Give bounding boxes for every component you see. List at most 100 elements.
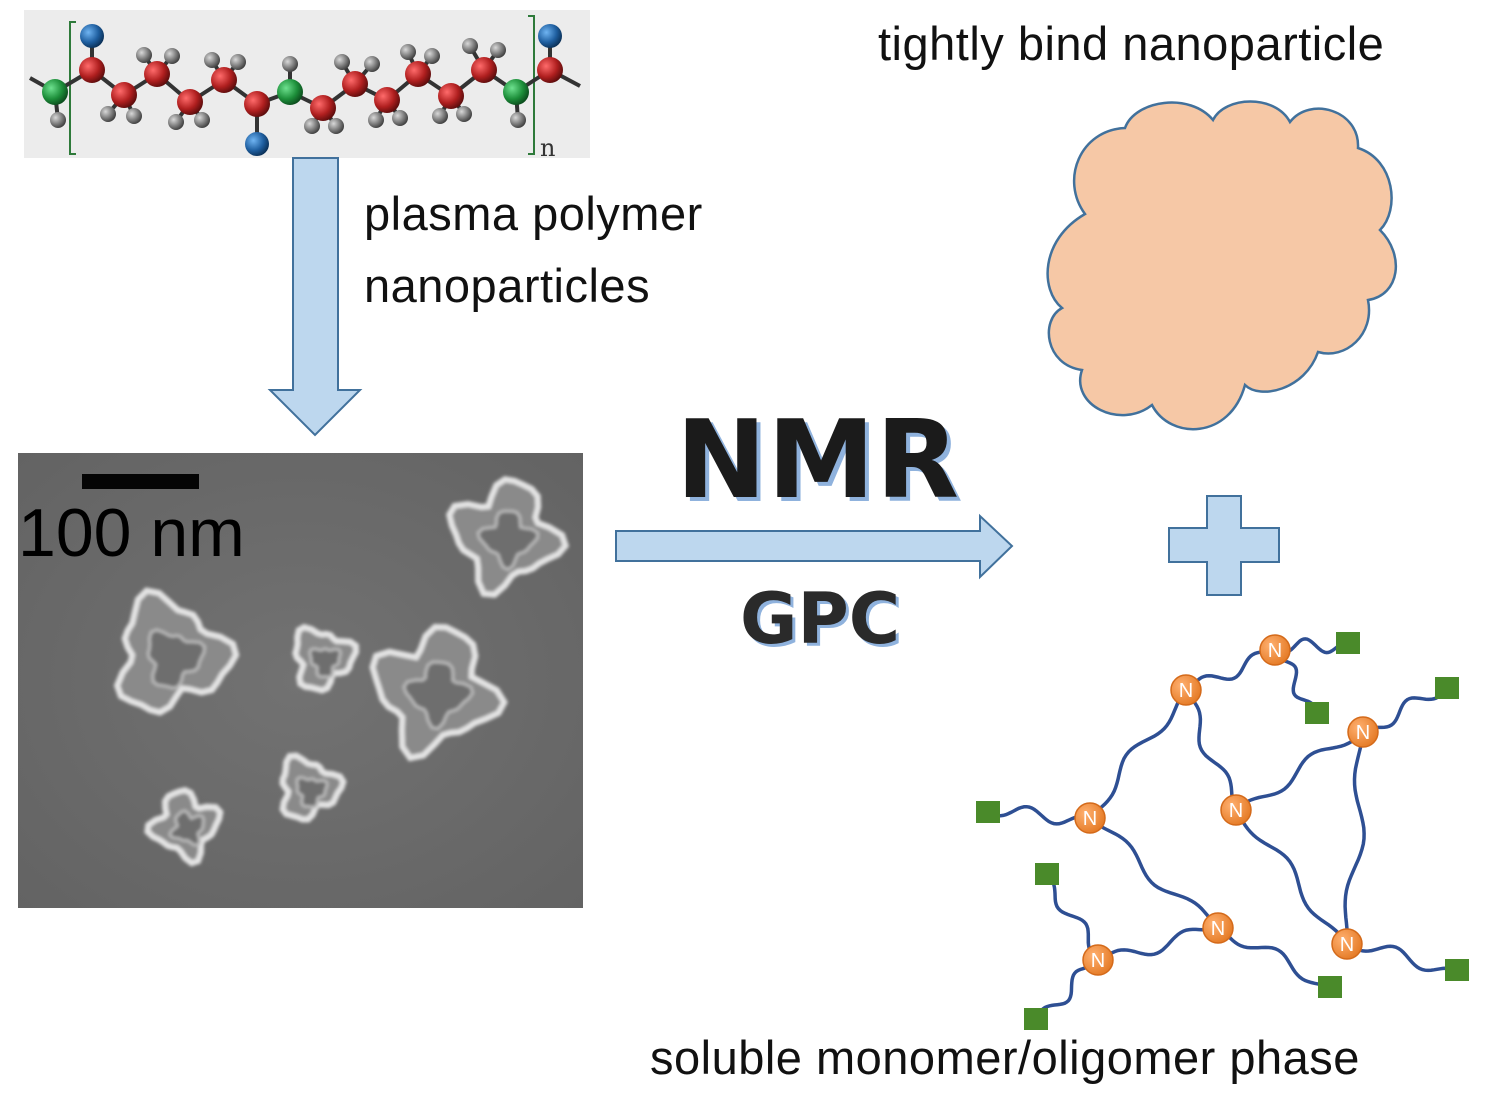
atom-h <box>126 108 142 124</box>
nitrogen-node-label: N <box>1229 800 1243 822</box>
atom-h <box>50 112 66 128</box>
gpc-method-label: GPC <box>740 578 901 660</box>
atom-h <box>304 118 320 134</box>
atom-h <box>164 48 180 64</box>
polymer-chain <box>1345 942 1459 973</box>
polymer-chain <box>1184 648 1277 692</box>
polymer-structure-image <box>24 10 590 158</box>
down-arrow <box>267 157 363 437</box>
nitrogen-node-label: N <box>1268 640 1282 662</box>
atom-n <box>277 79 303 105</box>
arrow-caption-line2: nanoparticles <box>364 259 651 312</box>
atom-c <box>111 82 137 108</box>
polymer-chain <box>1045 873 1100 962</box>
sem-particle-core <box>308 647 343 679</box>
nitrogen-node: N <box>1074 802 1106 834</box>
atom-c <box>471 57 497 83</box>
atom-c <box>79 57 105 83</box>
end-group-square <box>1035 863 1059 885</box>
sem-particle-core <box>146 628 207 690</box>
nitrogen-node-circle <box>1220 794 1252 826</box>
nitrogen-node-circle <box>1347 716 1379 748</box>
nitrogen-node-label: N <box>1356 722 1370 744</box>
polymer-chain <box>1343 730 1366 946</box>
nitrogen-node-circle <box>1082 944 1114 976</box>
atom-h <box>400 44 416 60</box>
atom-h <box>368 112 384 128</box>
atom-h <box>510 112 526 128</box>
atom-o <box>538 24 562 48</box>
repeat-unit-subscript: n <box>540 134 556 162</box>
atom-h <box>100 106 116 122</box>
polymer-chain <box>1184 688 1238 812</box>
nitrogen-node-circle <box>1202 912 1234 944</box>
polymer-chain <box>1361 687 1449 734</box>
atom-c <box>405 61 431 87</box>
bound-nanoparticle-label: tightly bind nanoparticle <box>878 17 1385 70</box>
scale-bar-label: 100 nm <box>18 495 245 571</box>
polymer-chain <box>1096 926 1220 962</box>
atom-c <box>438 83 464 109</box>
atom-h <box>328 118 344 134</box>
end-group-square <box>1318 976 1342 998</box>
atom-h <box>230 54 246 70</box>
nitrogen-node-circle <box>1331 928 1363 960</box>
scale-bar <box>82 474 199 489</box>
end-group-square <box>1305 702 1329 724</box>
atom-c <box>342 71 368 97</box>
atom-h <box>168 114 184 130</box>
end-group-square <box>1024 1008 1048 1030</box>
nitrogen-node: N <box>1347 716 1379 748</box>
plus-sign <box>1168 495 1280 596</box>
atom-h <box>424 48 440 64</box>
nmr-method-label: NMR <box>676 398 961 523</box>
nitrogen-node-circle <box>1074 802 1106 834</box>
sem-micrograph <box>18 453 583 908</box>
atom-h <box>194 112 210 128</box>
soluble-phase-label: soluble monomer/oligomer phase <box>650 1031 1360 1084</box>
arrow-caption-line1: plasma polymer <box>364 187 703 240</box>
sem-particle-core <box>168 809 206 847</box>
atom-o <box>245 132 269 156</box>
nanoparticle-cloud <box>1046 100 1398 431</box>
polymer-chain <box>1088 816 1220 930</box>
nitrogen-node-label: N <box>1091 950 1105 972</box>
nitrogen-node: N <box>1331 928 1363 960</box>
atom-h <box>334 54 350 70</box>
polymer-chain <box>1088 688 1188 820</box>
atom-h <box>364 56 380 72</box>
sem-particle-core <box>402 660 475 731</box>
atom-h <box>432 108 448 124</box>
atom-c <box>374 87 400 113</box>
sem-particle-core <box>295 775 329 809</box>
atom-o <box>80 24 104 48</box>
atom-c <box>244 91 270 117</box>
nitrogen-node-label: N <box>1179 680 1193 702</box>
atom-h <box>136 47 152 63</box>
atom-h <box>462 38 478 54</box>
atom-c <box>310 95 336 121</box>
atom-n <box>503 79 529 105</box>
atom-c <box>177 89 203 115</box>
nitrogen-node-circle <box>1170 674 1202 706</box>
atom-h <box>392 110 408 126</box>
atom-c <box>537 57 563 83</box>
polymer-chain <box>1216 926 1332 990</box>
sem-particle-core <box>476 509 540 572</box>
nitrogen-node: N <box>1259 634 1291 666</box>
atom-h <box>456 106 472 122</box>
atom-c <box>211 67 237 93</box>
end-group-square <box>976 801 1000 823</box>
atom-c <box>144 61 170 87</box>
nitrogen-node: N <box>1220 794 1252 826</box>
end-group-square <box>1445 959 1469 981</box>
right-arrow <box>615 513 1014 580</box>
atom-h <box>204 52 220 68</box>
polymer-chain <box>986 804 1092 826</box>
nitrogen-node: N <box>1082 944 1114 976</box>
polymer-chain <box>1234 730 1365 812</box>
end-group-square <box>1336 632 1360 654</box>
nitrogen-node-label: N <box>1340 934 1354 956</box>
